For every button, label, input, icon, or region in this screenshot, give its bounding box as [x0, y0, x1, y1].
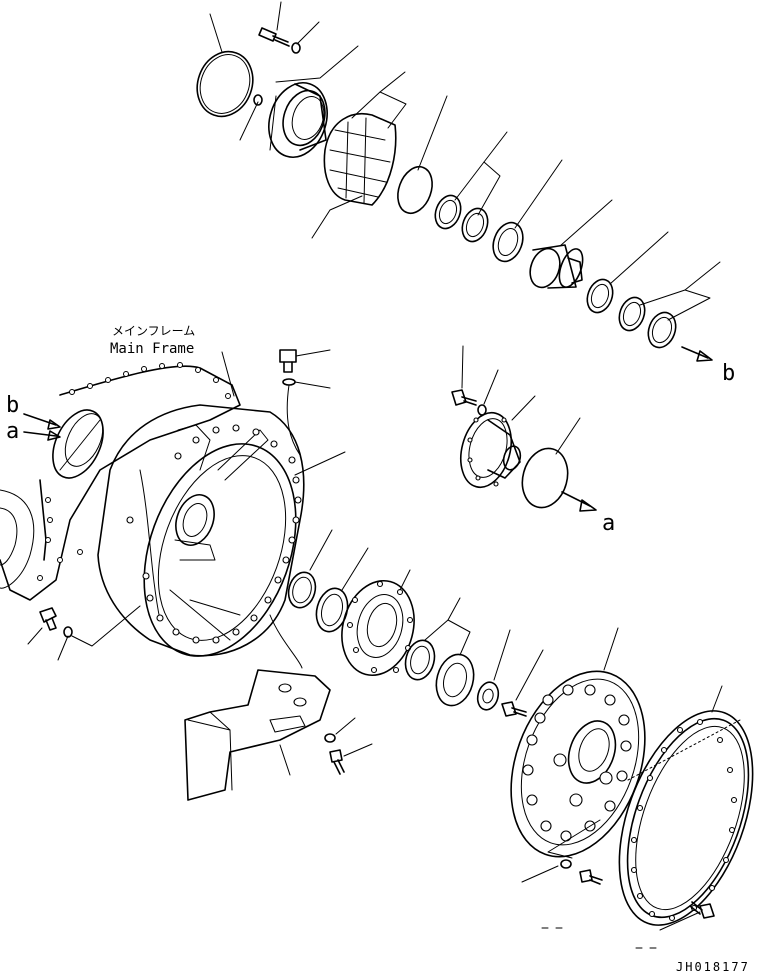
top-o-ring: [196, 50, 254, 118]
shaft-o-ring: [521, 417, 581, 509]
drawing-code: JH018177: [676, 960, 750, 974]
hub-snap-ring: [287, 529, 333, 609]
top-snap-ring: [397, 165, 433, 215]
ref-a-arrow-right: a: [602, 511, 615, 536]
ref-b-left: b: [6, 393, 19, 418]
arrow-to-b: [681, 346, 713, 362]
top-bolt: [258, 27, 290, 47]
top-spring-cage: [323, 113, 397, 206]
top-seal: [492, 221, 524, 263]
support-bracket: [184, 669, 331, 801]
shaft-washer: [477, 369, 499, 416]
carrier-washer: [521, 859, 572, 883]
top-pinion-shaft: [529, 244, 584, 289]
main-frame-label-jp: メインフレーム: [112, 324, 195, 338]
main-frame-boss: [52, 409, 104, 479]
arrow-to-a: [561, 491, 597, 512]
shaft-bolt: [451, 345, 477, 406]
carrier-bolt: [541, 869, 603, 929]
ref-b-arrow-right: b: [722, 361, 735, 386]
breather-plug: [279, 349, 331, 456]
carrier-callout: [547, 819, 601, 859]
shaft-flange: [460, 395, 536, 489]
hub-bolt: [501, 649, 544, 717]
main-frame-label-en: Main Frame: [110, 341, 194, 357]
ring-gear: [618, 685, 754, 926]
top-washer: [291, 42, 301, 54]
bracket-bolt: [329, 743, 373, 775]
top-bearing-races: [434, 194, 489, 243]
ring-gear-bolt: [635, 901, 715, 949]
top-callout-lines: [209, 1, 721, 321]
bracket-washer: [324, 717, 356, 743]
hub-carrier: [341, 569, 415, 677]
top-race-pair: [586, 278, 646, 332]
top-end-ring: [647, 311, 677, 349]
planet-carrier: [510, 627, 646, 858]
ref-a-left: a: [6, 419, 19, 444]
hub-bearing: [315, 547, 369, 633]
top-plug: [253, 94, 263, 106]
final-drive-housing: [97, 404, 305, 657]
hub-taper-bearings: [404, 597, 475, 707]
top-cage-housing: [268, 82, 328, 158]
main-frame-plate: [0, 362, 241, 601]
housing-callouts: [221, 351, 346, 669]
hub-thrust-washer: [476, 629, 511, 711]
ref-arrows-left: [23, 413, 61, 441]
left-drain-plug: [27, 605, 141, 661]
